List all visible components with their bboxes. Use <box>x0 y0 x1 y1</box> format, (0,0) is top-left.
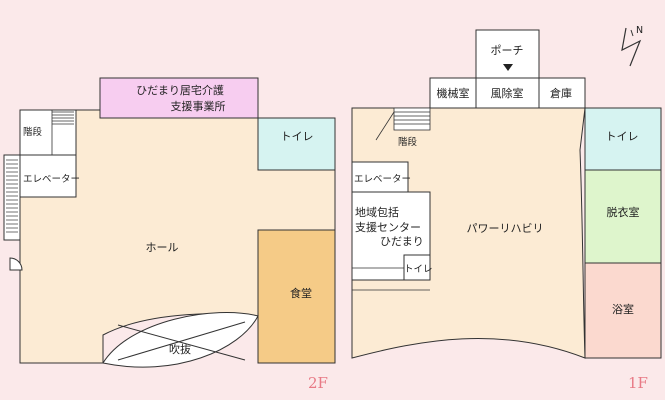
toilet-1f-room <box>584 107 662 171</box>
porch-arrow-icon <box>503 64 513 71</box>
dining-label: 食堂 <box>290 286 312 300</box>
elevator-1f-label: エレベーター <box>354 174 411 185</box>
dust-room-label: 風除室 <box>491 86 524 100</box>
storage-label: 倉庫 <box>550 86 572 100</box>
support-center-line2: 支援センター <box>355 220 421 234</box>
floor-1f: ポーチ 機械室 風除室 倉庫 階段 エレベーター 地域包括 支援センター ひだま… <box>351 29 662 392</box>
machine-room-label: 機械室 <box>437 86 470 100</box>
office-room <box>99 77 259 119</box>
elevator-label: エレベーター <box>23 174 80 185</box>
outside-stairs-icon <box>6 159 18 233</box>
stairs-label: 階段 <box>23 126 43 138</box>
porch-label: ポーチ <box>491 44 524 57</box>
toilet-room <box>257 117 336 171</box>
hall-label: ホール <box>146 241 179 254</box>
power-rehab-label: パワーリハビリ <box>467 222 544 235</box>
dining-room <box>257 229 336 364</box>
compass-label: N <box>636 25 643 36</box>
floor-1f-label: 1F <box>628 374 648 392</box>
support-center-line3: ひだまり <box>380 235 424 248</box>
office-label-line2: 支援事業所 <box>171 99 226 113</box>
changing-room-label: 脱衣室 <box>607 205 640 219</box>
changing-room <box>584 169 662 264</box>
stairs-icon <box>51 110 74 155</box>
bath-room <box>584 262 662 359</box>
compass-icon: N <box>621 25 643 67</box>
door-icon <box>9 257 23 271</box>
partition-lines <box>352 267 430 291</box>
bath-room-label: 浴室 <box>612 302 634 316</box>
toilet-1f-label: トイレ <box>606 130 639 143</box>
floor-2f: ひだまり居宅介護 支援事業所 階段 エレベーター <box>3 77 336 392</box>
stairs-icon-1f <box>375 107 431 141</box>
elevator-room <box>19 154 77 198</box>
floor-2f-label: 2F <box>308 374 328 392</box>
office-label-line1: ひだまり居宅介護 <box>136 83 224 97</box>
toilet-label: トイレ <box>281 130 314 143</box>
storage-room <box>538 77 586 109</box>
support-center-line1: 地域包括 <box>355 205 399 219</box>
small-toilet-label: トイレ <box>404 264 433 275</box>
atrium-label: 吹抜 <box>169 342 191 356</box>
stairs-1f-label: 階段 <box>398 136 418 148</box>
machine-room <box>429 77 477 109</box>
